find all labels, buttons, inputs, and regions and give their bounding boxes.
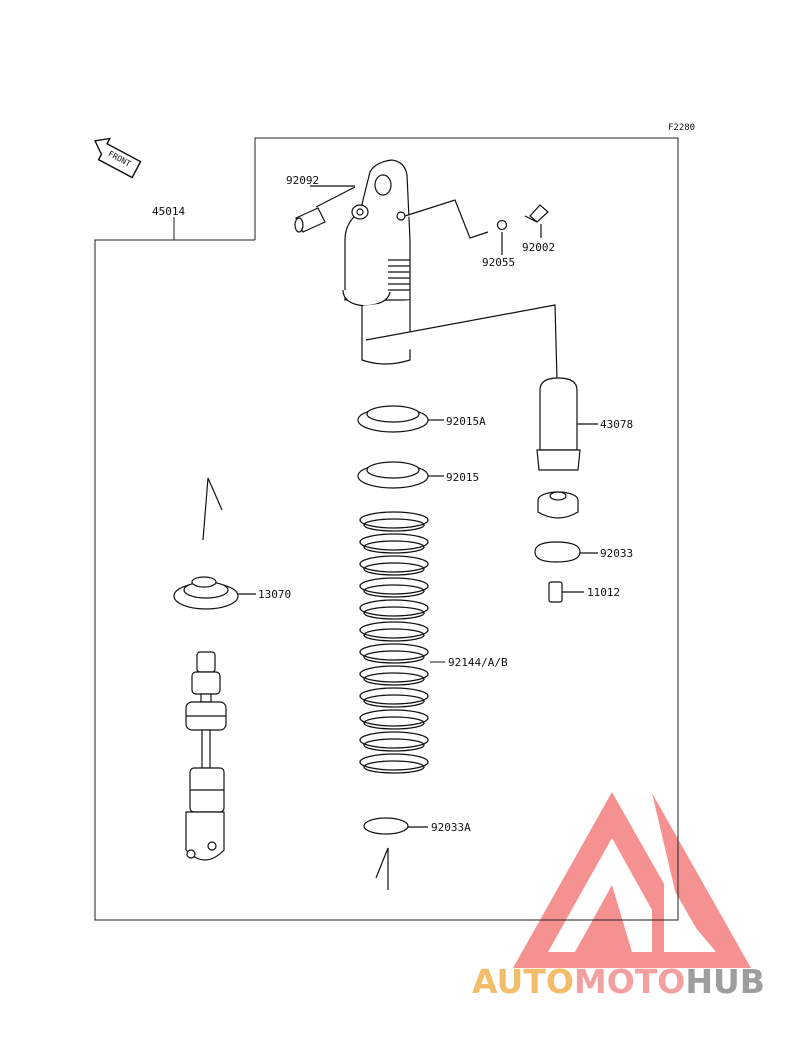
spring-coil-inner — [363, 672, 425, 686]
spring-coil-inner — [363, 518, 425, 532]
locknut-92015A — [357, 405, 444, 433]
spring-coil — [359, 643, 429, 661]
label-92144: 92144/A/B — [448, 656, 508, 669]
watermark-auto: AUTO — [472, 962, 574, 1001]
spring-coil — [359, 753, 429, 771]
front-arrow-icon: FRONT — [94, 137, 142, 179]
bump-stop-13070 — [173, 477, 256, 610]
clip-92033A — [363, 817, 428, 890]
locknut-92015 — [357, 461, 444, 489]
spring-coil-inner — [363, 716, 425, 730]
label-92002: 92002 — [522, 241, 555, 254]
oring-and-bolt — [404, 199, 549, 255]
spring-coil-inner — [363, 584, 425, 598]
reservoir-43078 — [365, 304, 598, 471]
spring-coil-inner — [363, 540, 425, 554]
watermark-logo — [513, 792, 751, 968]
spring-coil — [359, 555, 429, 573]
spring-coil — [359, 511, 429, 529]
assembly-frame — [94, 137, 679, 921]
watermark-text: AUTOMOTOHUB — [472, 962, 765, 1001]
label-92015A: 92015A — [446, 415, 486, 428]
watermark-hub: HUB — [685, 962, 765, 1001]
spring-coil — [359, 665, 429, 683]
spring-coil-inner — [363, 760, 425, 774]
spring-92144 — [359, 511, 429, 774]
spring-coil-inner — [363, 738, 425, 752]
label-92015: 92015 — [446, 471, 479, 484]
label-92092: 92092 — [286, 174, 319, 187]
spring-coil — [359, 731, 429, 749]
valve-cap — [534, 491, 598, 603]
bushing-92092 — [294, 185, 356, 233]
spring-coil — [359, 621, 429, 639]
spring-coil-inner — [363, 562, 425, 576]
label-45014: 45014 — [152, 205, 185, 218]
spring-coil-inner — [363, 694, 425, 708]
spring-coil-inner — [363, 628, 425, 642]
spring-coil — [359, 599, 429, 617]
spring-coil-inner — [363, 650, 425, 664]
label-92033A: 92033A — [431, 821, 471, 834]
spring-coil — [359, 577, 429, 595]
spring-coil — [359, 533, 429, 551]
spring-coil — [359, 709, 429, 727]
label-13070: 13070 — [258, 588, 291, 601]
watermark-moto: MOTO — [573, 962, 686, 1001]
damper-rod — [185, 651, 227, 861]
spring-coil — [359, 687, 429, 705]
label-92055: 92055 — [482, 256, 515, 269]
label-92033: 92033 — [600, 547, 633, 560]
label-43078: 43078 — [600, 418, 633, 431]
spring-coil-inner — [363, 606, 425, 620]
figure-code: F2280 — [668, 123, 695, 133]
label-11012: 11012 — [587, 586, 620, 599]
